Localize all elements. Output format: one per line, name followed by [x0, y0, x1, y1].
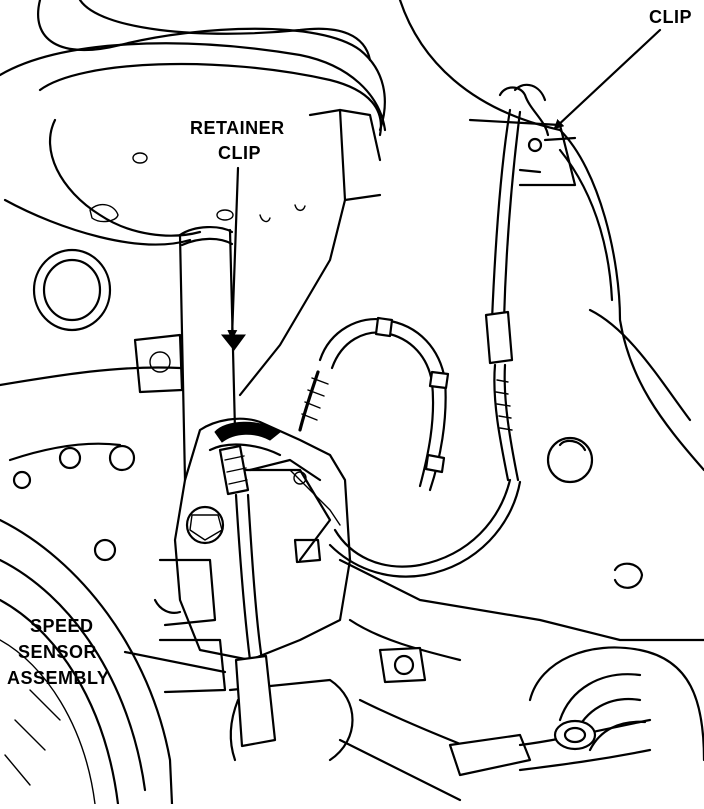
cv-boot: [528, 646, 704, 762]
label-retainer-clip-line2: CLIP: [218, 143, 261, 163]
label-speed-sensor-line2: SENSOR: [18, 642, 97, 662]
upper-clip: [498, 83, 550, 174]
leader-lines: [123, 28, 662, 674]
inner-fender: [398, 0, 704, 472]
speed-sensor-lead: [218, 444, 341, 762]
clip-leader-arrow: [553, 28, 662, 130]
body-features: [8, 248, 644, 589]
strut-upper-mount: [0, 0, 387, 246]
sensor-harness-upper: [328, 108, 522, 578]
label-clip: CLIP: [649, 7, 692, 27]
steering-knuckle: [153, 417, 354, 762]
strut-assembly: [0, 108, 382, 482]
retainer-clip-marker: [220, 334, 246, 351]
brake-hose: [298, 316, 450, 492]
speed-sensor-leader-line: [123, 650, 227, 674]
lower-suspension: [338, 558, 704, 802]
brake-rotor: [0, 518, 174, 806]
label-speed-sensor-line3: ASSEMBLY: [7, 668, 109, 688]
retainer-clip-leader-arrow: [227, 166, 240, 340]
label-speed-sensor-line1: SPEED: [30, 616, 94, 636]
label-retainer-clip-line1: RETAINER: [190, 118, 285, 138]
